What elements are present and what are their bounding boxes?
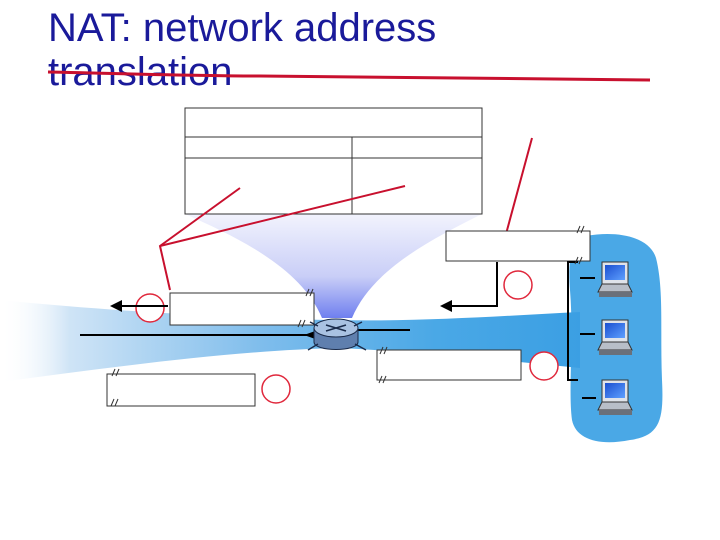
step-circle-2 bbox=[135, 293, 165, 323]
arrow-left-to-network bbox=[110, 300, 122, 312]
host-computer-icon bbox=[597, 261, 633, 297]
nat-translation-table bbox=[184, 107, 483, 215]
packet-box-lower-middle bbox=[376, 349, 522, 381]
arrow-into-router bbox=[440, 300, 452, 312]
red-annotations bbox=[47, 70, 651, 291]
title-line-1: NAT: network address bbox=[48, 6, 437, 50]
step-circle-4 bbox=[261, 374, 291, 404]
break-marks bbox=[110, 225, 585, 407]
host-computer-icon bbox=[597, 319, 633, 355]
step-circle-1 bbox=[503, 270, 533, 300]
title-underline bbox=[47, 70, 651, 82]
packet-box-mid-left bbox=[169, 292, 315, 326]
annotation-stroke-right bbox=[505, 137, 533, 235]
packet-box-top-right bbox=[445, 230, 591, 262]
host-computer-icon bbox=[597, 379, 633, 415]
annotation-stroke-middle bbox=[159, 185, 406, 247]
packet-boxes bbox=[106, 230, 591, 407]
nat-table-funnel bbox=[185, 214, 482, 318]
packet-box-bottom-left bbox=[106, 373, 256, 407]
router-icon bbox=[307, 318, 367, 351]
step-circles bbox=[135, 270, 559, 404]
page-title: NAT: network address translation bbox=[48, 6, 436, 94]
step-circle-3 bbox=[529, 351, 559, 381]
